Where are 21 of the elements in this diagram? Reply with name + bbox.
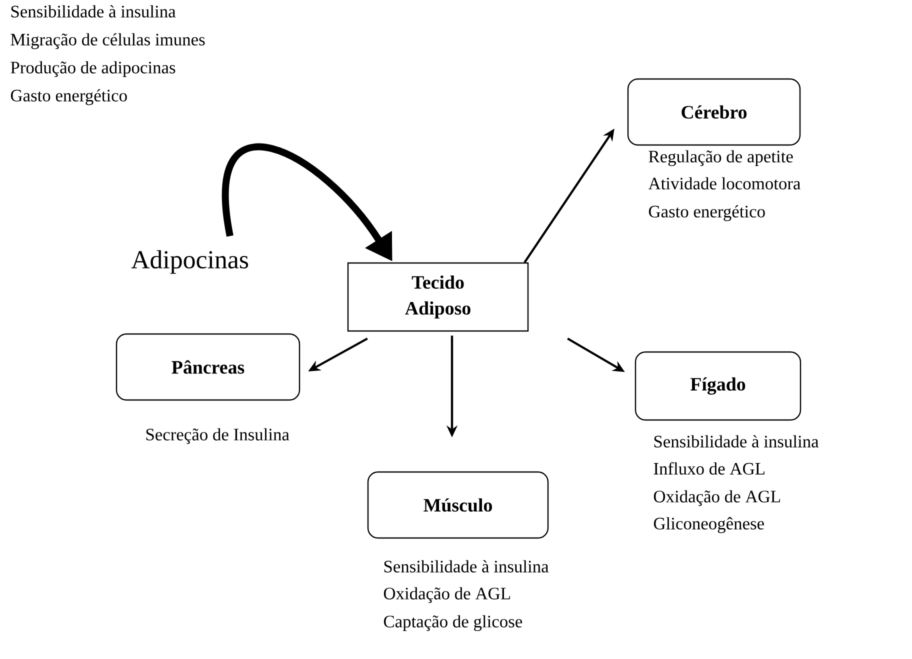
effect-text: Influxo de AGL [654,462,764,475]
effect-text: Oxidação de AGL [384,587,510,603]
effect-text: Oxidação de AGL [654,490,780,506]
tissue-box: Tecido Adiposo [347,262,529,332]
effect-text: Migração de células imunes [10,33,205,50]
organ-box: Cérebro [627,78,801,146]
effect-text: Secreção de Insulina [146,428,290,444]
effect-text: Gasto energético [10,89,127,106]
effect-text: Sensibilidade à insulina [384,560,549,572]
effect-text: Atividade locomotora [648,177,800,190]
effect-text: Sensibilidade à insulina [654,435,819,448]
effect-text: Gasto energético [648,205,765,222]
effect-text: Regulação de apetite [648,150,793,166]
organ-box: Pâncreas [116,333,300,401]
organ-box: Fígado [634,351,802,421]
effect-text: Captação de glicose [384,615,522,632]
effect-text: Sensibilidade à insulina [11,5,176,18]
effect-text: Gliconeogênese [654,517,764,534]
effect-text: Produção de adipocinas [10,61,176,77]
organ-box: Músculo [367,471,549,539]
node-label: Adipocinas [131,250,248,274]
